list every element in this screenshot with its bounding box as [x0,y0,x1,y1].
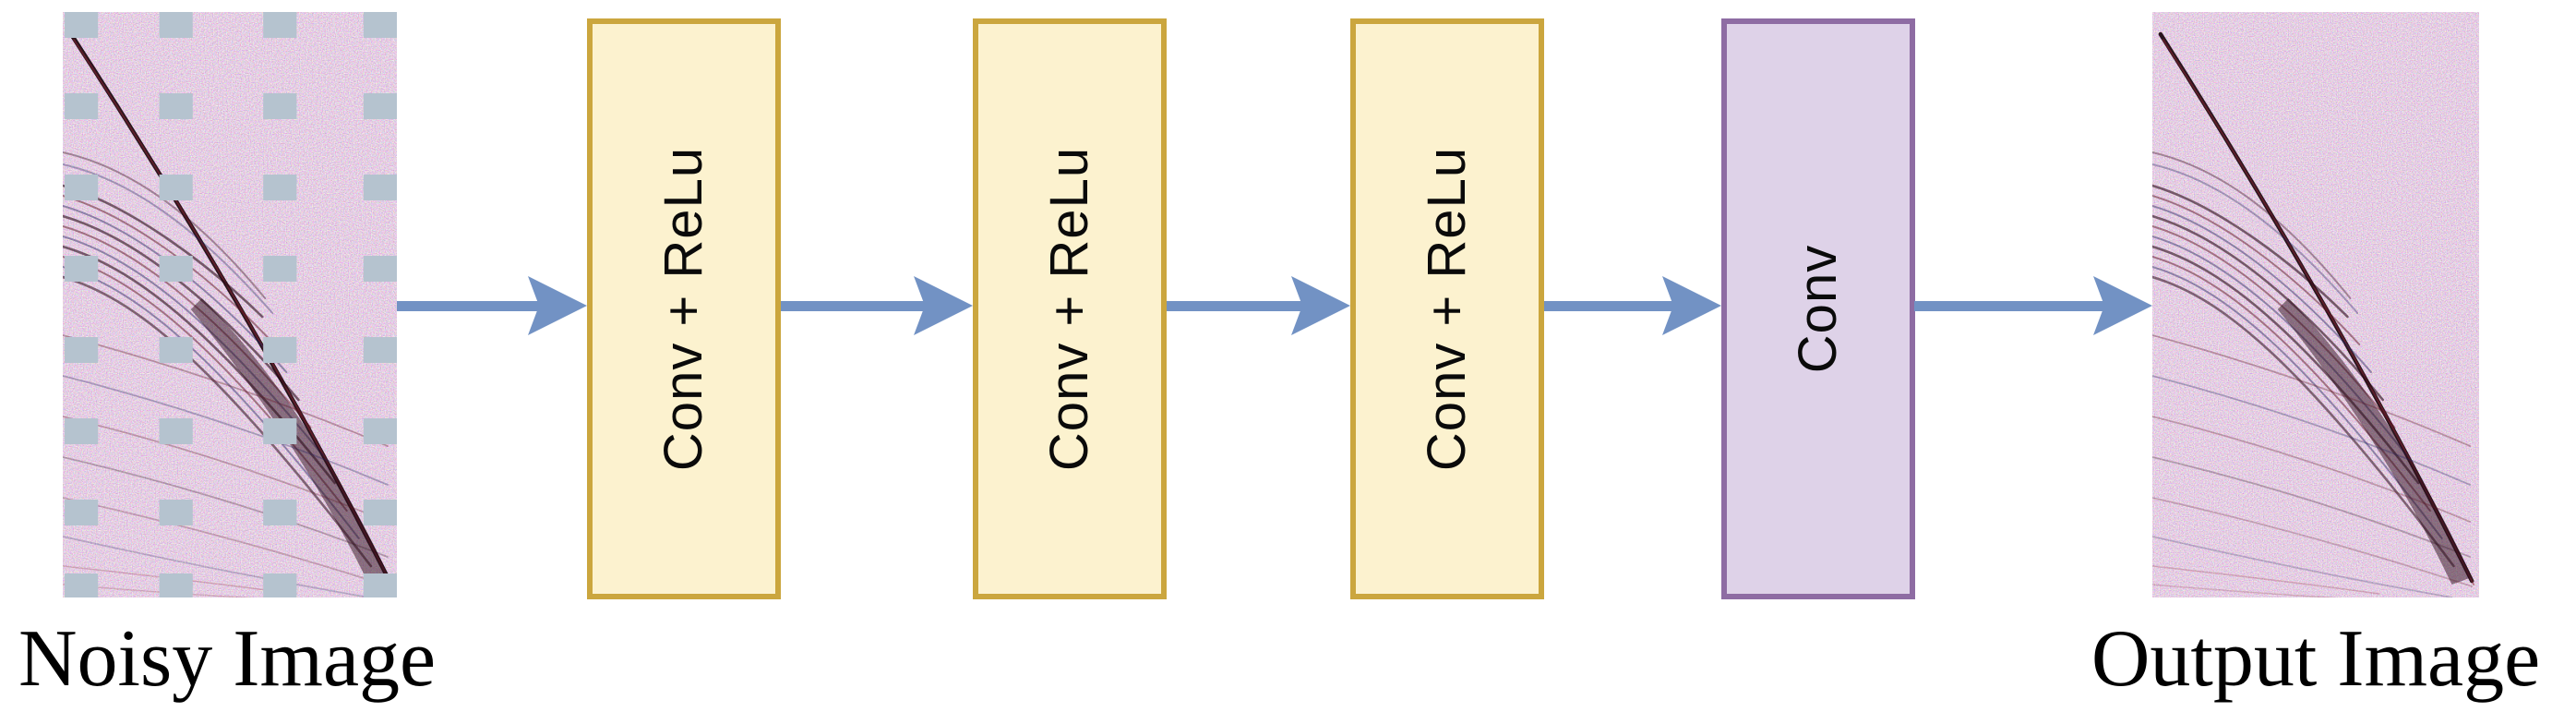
flow-arrow-2 [781,276,973,335]
noisy-image-canvas [63,12,397,597]
output-image-figure [2152,12,2479,597]
masked-patches-grid [65,12,397,597]
conv-relu-block-1: Conv + ReLu [587,18,781,599]
noisy-image-figure [63,12,397,597]
conv-relu-block-2: Conv + ReLu [973,18,1167,599]
conv-relu-block-3: Conv + ReLu [1350,18,1544,599]
flow-arrow-1 [397,276,587,335]
flow-arrow-5 [1914,276,2152,335]
output-image-label: Output Image [2091,614,2541,704]
noisy-image-label: Noisy Image [18,614,437,704]
output-image-canvas [2152,12,2479,597]
flow-arrow-3 [1167,276,1350,335]
conv-block: Conv [1721,18,1915,599]
conv-relu-block-3-label: Conv + ReLu [1417,146,1478,472]
flow-arrow-4 [1544,276,1721,335]
conv-relu-block-1-label: Conv + ReLu [653,146,714,472]
conv-relu-block-2-label: Conv + ReLu [1039,146,1100,472]
seismic-signal [2152,31,2474,597]
conv-block-label: Conv [1788,244,1849,374]
